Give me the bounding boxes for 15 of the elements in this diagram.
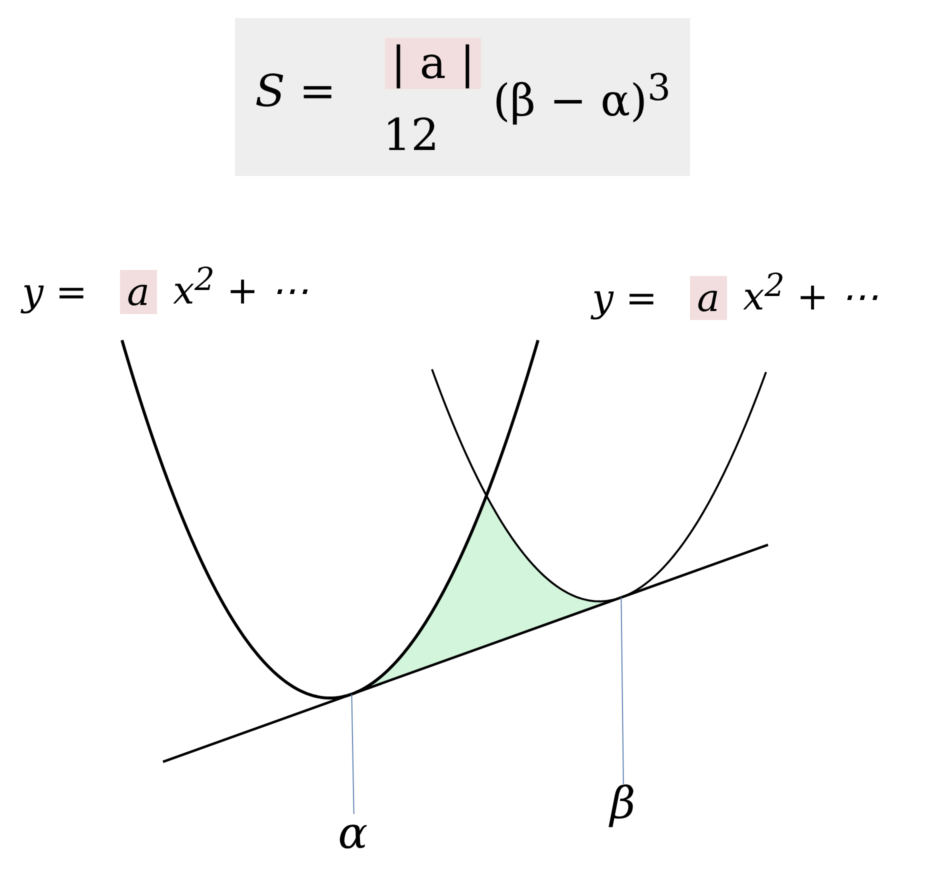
- formula-text: (β − α)$^{3}$: [493, 66, 671, 127]
- formula-denominator: 12: [383, 110, 439, 161]
- equation-label: x$^{2}$ + ⋯: [173, 262, 309, 313]
- coefficient-label: a: [120, 270, 157, 314]
- equation-label: y =: [592, 276, 658, 320]
- equation-label: y =: [22, 270, 88, 314]
- formula-numerator: | a |: [385, 38, 481, 89]
- point-label: β: [610, 778, 636, 829]
- leader-line: [351, 694, 354, 814]
- point-label: α: [338, 808, 368, 859]
- coefficient-label: a: [690, 276, 727, 320]
- leader-line: [620, 596, 624, 784]
- formula-text: S =: [255, 66, 336, 117]
- equation-label: x$^{2}$ + ⋯: [743, 268, 879, 319]
- formula-box: [235, 18, 690, 176]
